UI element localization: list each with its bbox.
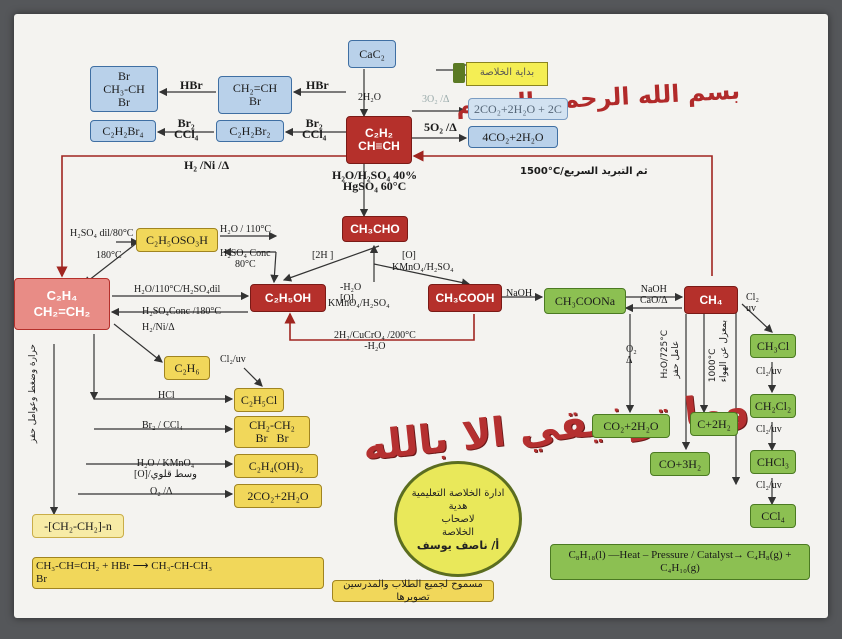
compound-ethyl-chloride: C₂H₅Cl <box>234 388 284 412</box>
start-tag-label: بداية الخلاصة <box>479 67 535 78</box>
condition-cl2-uv-c: Cl₂/uv <box>756 424 782 435</box>
condition-steam: H₂O/725°C عامل حفز <box>660 330 681 379</box>
acetylene-structure: CH≡CH <box>358 139 400 153</box>
condition-arc: 1500°C/ثم التبريد السريع <box>520 166 648 177</box>
seal-line-4: الخلاصة <box>441 526 475 538</box>
ethylene-structure: CH₂=CH₂ <box>33 304 91 319</box>
compound-ethane: C₂H₆ <box>164 356 210 380</box>
compound-c2h2br4: C₂H₂Br₄ <box>90 120 156 142</box>
compound-acetic-acid: CH₃COOH <box>428 284 502 312</box>
condition-180: 180°C <box>96 250 122 261</box>
compound-co2-water: CO₂+2H₂O <box>592 414 670 438</box>
reaction-arrows <box>49 69 777 516</box>
condition-5o2: 5O₂ /Δ <box>424 120 457 134</box>
compound-polyethylene: -[CH₂-CH₂]-n <box>32 514 124 538</box>
condition-3o2: 3O₂ /Δ <box>422 94 450 105</box>
condition-reduction-acid: 2H₂/CuCrO₄ /200°C -H₂O <box>334 330 416 352</box>
compound-ethanol: C₂H₅OH <box>250 284 326 312</box>
compound-combustion: 2CO₂+2H₂O <box>234 484 322 508</box>
condition-kmno4-1: KMnO₄/H₂SO₄ <box>392 262 454 273</box>
condition-h2so4-conc: H₂SO₄ Conc 80°C <box>220 248 271 270</box>
condition-polymerization: حرارة وضغط وعوامل حفز <box>28 344 38 444</box>
compound-sodium-acetate: CH₃COONa <box>544 288 626 314</box>
compound-2co2-2c: 2CO₂+2H₂O + 2C <box>468 98 568 120</box>
condition-naoh: NaOH <box>506 288 533 299</box>
condition-pyrolysis: 1000°C بمعزل عن الهواء <box>708 320 729 383</box>
compound-c2h2br2: C₂H₂Br₂ <box>216 120 284 142</box>
compound-vinyl-bromide: CH₂=CH Br <box>218 76 292 114</box>
seal-author: أ/ ناصف يوسف <box>416 538 500 552</box>
compound-cac2: CaC₂ <box>348 40 396 68</box>
compound-chloroform: CHCl₃ <box>750 450 796 474</box>
tag-marker <box>453 63 465 83</box>
condition-kmno4-3: H₂O / KMnO₄ [O]/وسط قلوي <box>134 458 197 480</box>
compound-chloromethane: CH₃Cl <box>750 334 796 358</box>
condition-naoh-cao: NaOH CaO/Δ <box>640 284 668 306</box>
compound-dibromoethane: Br CH₃-CH Br <box>90 66 158 112</box>
compound-carbon-tetrachloride: CCl₄ <box>750 504 796 528</box>
condition-h2o-110: H₂O / 110°C <box>220 224 272 235</box>
condition-cl2-uv-a: Cl₂ uv <box>746 292 759 314</box>
condition-hbr-1: HBr <box>180 78 203 92</box>
compound-carbon-hydrogen: C+2H₂ <box>690 412 738 436</box>
condition-o2: O₂ /Δ <box>150 486 173 497</box>
compound-1-2-dibromoethane: CH₂-CH₂ Br Br <box>234 416 310 448</box>
condition-br2: Br₂ / CCl₄ <box>142 420 183 431</box>
cracking-equation: C₈H₁₈(l) —Heat – Pressure / Catalyst→ C₄… <box>550 544 810 580</box>
condition-dehydration: H₂SO₄Conc /180°C <box>142 306 222 317</box>
condition-br2-ccl4-2: Br₂ CCl₄ <box>302 116 327 141</box>
markovnikov-equation: CH₃-CH=CH₂ + HBr ⟶ CH₃-CH-CH₃ Br <box>32 557 324 589</box>
condition-hcl: HCl <box>158 390 175 401</box>
condition-kmno4-2: KMnO₄/H₂SO₄ <box>328 298 390 309</box>
seal-line-2: هدية <box>448 500 468 512</box>
condition-h2so4-dil: H₂SO₄ dil/80°C <box>70 228 134 239</box>
condition-cl2-uv: Cl₂/uv <box>220 354 246 365</box>
author-seal: ادارة الخلاصة التعليمية هدية لاصحاب الخل… <box>394 461 522 577</box>
condition-2h: [2H ] <box>312 250 334 261</box>
condition-o2-methane: O₂ Δ <box>626 344 637 366</box>
condition-hydration-ethylene: H₂O/110°C/H₂SO₄dil <box>134 284 221 295</box>
condition-h2-ni-2: H₂/Ni/Δ <box>142 322 175 333</box>
chart-board: بسم الله الرحمن الرحيم CaC₂ بداية الخلاص… <box>14 14 828 618</box>
condition-hbr-2: HBr <box>306 78 329 92</box>
condition-h2-ni: H₂ /Ni /Δ <box>184 158 230 172</box>
condition-hydration: H₂O/H₂SO₄ 40% HgSO₄ 60°C <box>332 168 418 193</box>
condition-minus-h2o: -H₂O [O] <box>340 282 362 304</box>
ethylene-formula: C₂H₄ <box>46 288 78 303</box>
compound-4co2: 4CO₂+2H₂O <box>468 126 558 148</box>
compound-ethylene-glycol: C₂H₄(OH)₂ <box>234 454 318 478</box>
seal-line-3: لاصحاب <box>441 513 475 525</box>
compound-syngas: CO+3H₂ <box>650 452 710 476</box>
condition-oxidation: [O] <box>402 250 416 261</box>
condition-cl2-uv-b: Cl₂/uv <box>756 366 782 377</box>
compound-dichloromethane: CH₂Cl₂ <box>750 394 796 418</box>
condition-water: 2H₂O <box>358 92 381 103</box>
acetylene-formula: C₂H₂ <box>365 126 393 140</box>
start-tag: بداية الخلاصة <box>453 62 548 86</box>
seal-line-1: ادارة الخلاصة التعليمية <box>411 487 505 499</box>
footer-note: مسموح لجميع الطلاب والمدرسين تصويرها <box>332 579 494 603</box>
compound-acetaldehyde: CH₃CHO <box>342 216 408 242</box>
condition-br2-ccl4-1: Br₂ CCl₄ <box>174 116 199 141</box>
condition-cl2-uv-d: Cl₂/uv <box>756 480 782 491</box>
compound-methane: CH₄ <box>684 286 738 314</box>
compound-ethyl-hydrogen-sulfate: C₂H₅OSO₃H <box>136 228 218 252</box>
